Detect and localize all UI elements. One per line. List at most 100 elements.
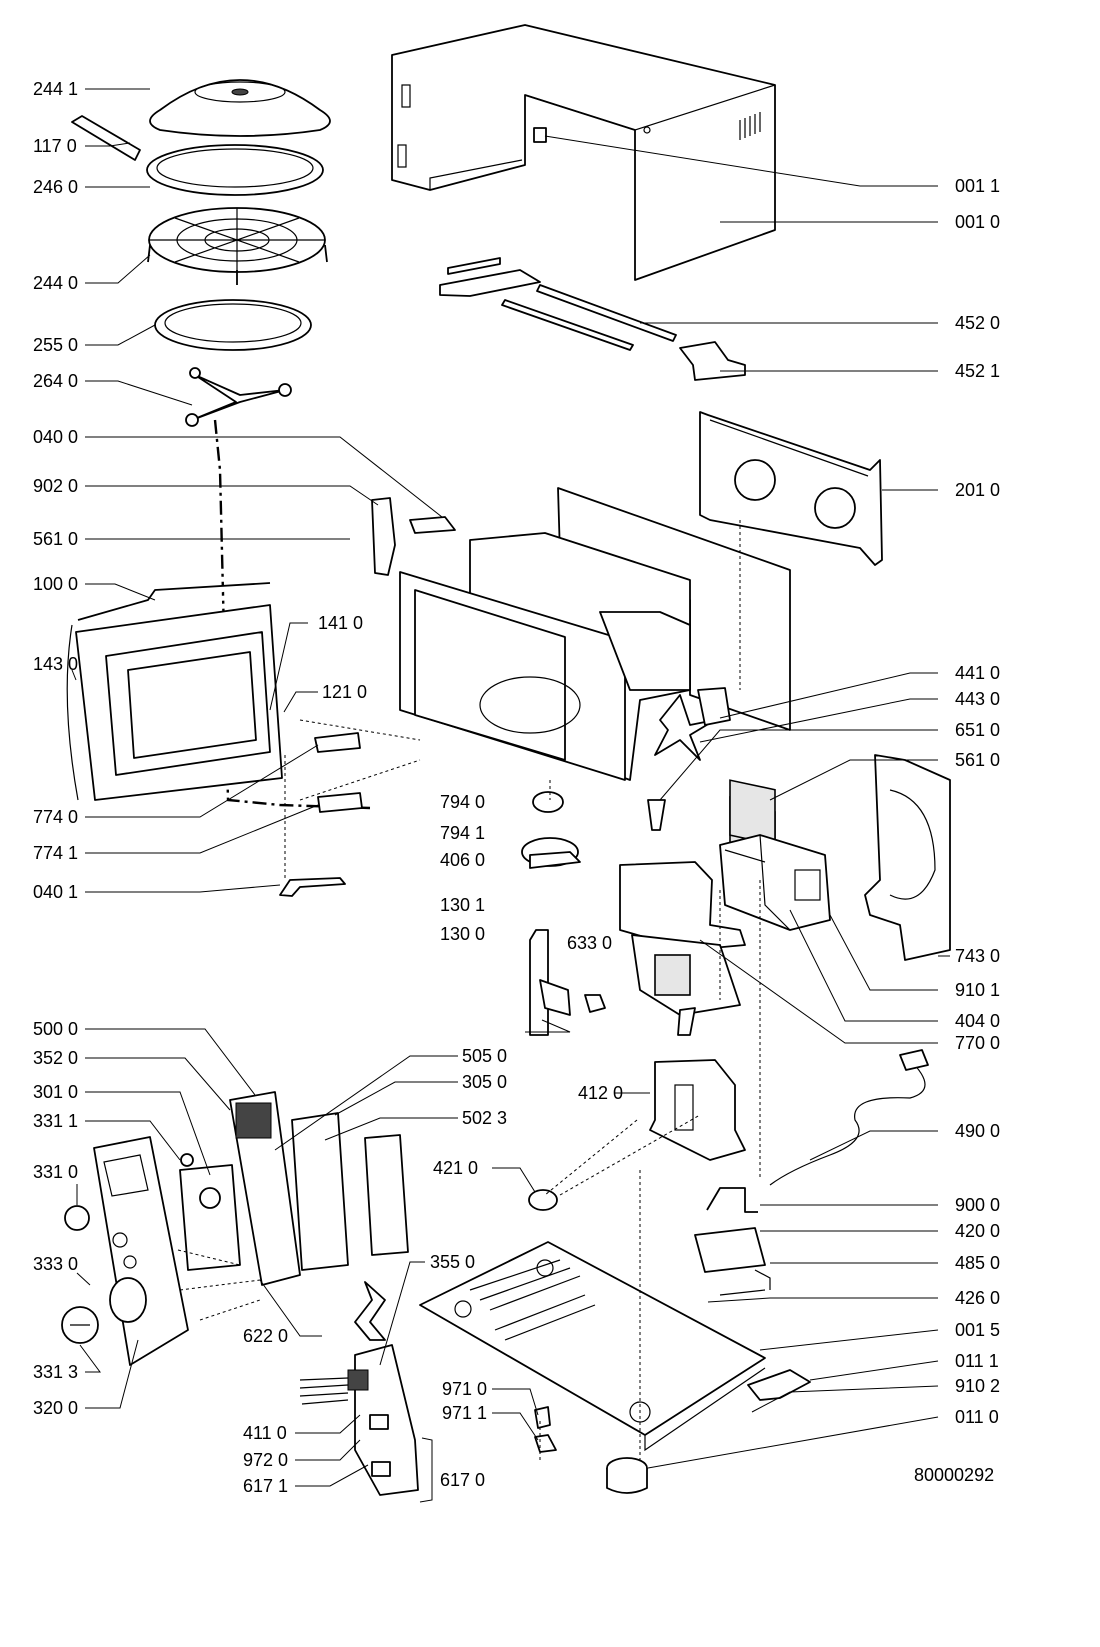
- callout-910-2: 910 2: [955, 1376, 1000, 1396]
- callout-331-3: 331 3: [33, 1362, 78, 1382]
- foot: [606, 1457, 648, 1494]
- callout-040-0: 040 0: [33, 427, 78, 447]
- capacitor-clamp: [706, 1187, 758, 1213]
- callout-355-0: 355 0: [430, 1252, 475, 1272]
- callout-617-0: 617 0: [440, 1470, 485, 1490]
- callout-331-1: 331 1: [33, 1111, 78, 1131]
- callout-561-0-lower: 561 0: [955, 750, 1000, 770]
- callout-774-1: 774 1: [33, 843, 78, 863]
- turntable-coupler: [185, 367, 292, 427]
- callout-426-0: 426 0: [955, 1288, 1000, 1308]
- turntable-motor: [521, 791, 581, 869]
- callout-420-0: 420 0: [955, 1221, 1000, 1241]
- magnetron: [719, 834, 831, 931]
- callout-352-0: 352 0: [33, 1048, 78, 1068]
- rear-panel: [699, 411, 883, 566]
- callout-331-0: 331 0: [33, 1162, 78, 1182]
- callout-633-0: 633 0: [567, 933, 612, 953]
- transformer: [649, 1059, 746, 1161]
- callout-774-0: 774 0: [33, 807, 78, 827]
- callout-130-1: 130 1: [440, 895, 485, 915]
- callout-001-1: 001 1: [955, 176, 1000, 196]
- control-chassis: [179, 1164, 241, 1271]
- callout-743-0: 743 0: [955, 946, 1000, 966]
- switch-bracket: [529, 929, 606, 1036]
- callout-011-0: 011 0: [955, 1407, 999, 1427]
- knob-power: [61, 1306, 99, 1344]
- fan-duct: [864, 754, 951, 961]
- callout-040-1: 040 1: [33, 882, 78, 902]
- callout-485-0: 485 0: [955, 1253, 1000, 1273]
- callout-412-0: 412 0: [578, 1083, 623, 1103]
- latch-bracket: [371, 497, 456, 576]
- callout-143-0: 143 0: [33, 654, 78, 674]
- control-pcb: [291, 1112, 409, 1271]
- door: [66, 582, 283, 801]
- thermal-fuse: [528, 1189, 558, 1211]
- main-pcb: [299, 1344, 419, 1496]
- callout-421-0: 421 0: [433, 1158, 478, 1178]
- callout-011-1: 011 1: [955, 1351, 999, 1371]
- motor-bracket: [697, 687, 731, 726]
- callout-100-0: 100 0: [33, 574, 78, 594]
- callout-622-0: 622 0: [243, 1326, 288, 1346]
- control-fascia: [93, 1136, 189, 1366]
- callout-411-0: 411 0: [243, 1423, 287, 1443]
- callout-333-0: 333 0: [33, 1254, 78, 1274]
- callout-001-0: 001 0: [955, 212, 1000, 232]
- knob-small: [180, 1153, 194, 1167]
- callout-141-0: 141 0: [318, 613, 363, 633]
- assembly-lines: [177, 520, 761, 1460]
- callout-301-0: 301 0: [33, 1082, 78, 1102]
- callout-443-0: 443 0: [955, 689, 1000, 709]
- foot-bracket: [747, 1369, 811, 1401]
- callout-201-0: 201 0: [955, 480, 1000, 500]
- lamp-holder: [647, 799, 666, 831]
- callout-130-0: 130 0: [440, 924, 485, 944]
- callout-902-0: 902 0: [33, 476, 78, 496]
- callout-490-0: 490 0: [955, 1121, 1000, 1141]
- callout-971-1: 971 1: [442, 1403, 487, 1423]
- cover-dome: [149, 79, 331, 137]
- knob-timer: [64, 1205, 90, 1231]
- callout-305-0: 305 0: [462, 1072, 507, 1092]
- callout-651-0: 651 0: [955, 720, 1000, 740]
- callout-255-0: 255 0: [33, 335, 78, 355]
- display-pcb: [229, 1091, 301, 1286]
- callout-561-0-upper: 561 0: [33, 529, 78, 549]
- callout-117-0: 117 0: [33, 136, 77, 156]
- callout-452-1: 452 1: [955, 361, 1000, 381]
- outer-cabinet: [391, 24, 776, 281]
- callout-505-0: 505 0: [462, 1046, 507, 1066]
- glass-plate: [146, 144, 324, 196]
- callout-617-1: 617 1: [243, 1476, 288, 1496]
- callout-794-0: 794 0: [440, 792, 485, 812]
- handle-tool: [71, 115, 141, 161]
- callout-244-1: 244 1: [33, 79, 78, 99]
- callout-500-0: 500 0: [33, 1019, 78, 1039]
- callout-404-0: 404 0: [955, 1011, 1000, 1031]
- callout-labels: 244 1 117 0 246 0 244 0 255 0 264 0 040 …: [33, 79, 1000, 1496]
- leader-lines: [71, 88, 950, 1503]
- callout-452-0: 452 0: [955, 313, 1000, 333]
- callout-972-0: 972 0: [243, 1450, 288, 1470]
- callout-502-3: 502 3: [462, 1108, 507, 1128]
- callout-910-1: 910 1: [955, 980, 1000, 1000]
- callout-264-0: 264 0: [33, 371, 78, 391]
- roller-ring: [154, 299, 312, 351]
- arrow-symbol: [354, 1281, 386, 1341]
- door-hinges: [279, 732, 363, 897]
- diode: [719, 1269, 771, 1296]
- callout-441-0: 441 0: [955, 663, 1000, 683]
- callout-770-0: 770 0: [955, 1033, 1000, 1053]
- callout-001-5: 001 5: [955, 1320, 1000, 1340]
- rails: [439, 257, 746, 381]
- callout-794-1: 794 1: [440, 823, 485, 843]
- grill-rack: [147, 207, 328, 285]
- cavity: [399, 532, 691, 781]
- callout-406-0: 406 0: [440, 850, 485, 870]
- base-plate: [419, 1241, 766, 1452]
- callout-246-0: 246 0: [33, 177, 78, 197]
- stirrer-fan: [654, 694, 716, 761]
